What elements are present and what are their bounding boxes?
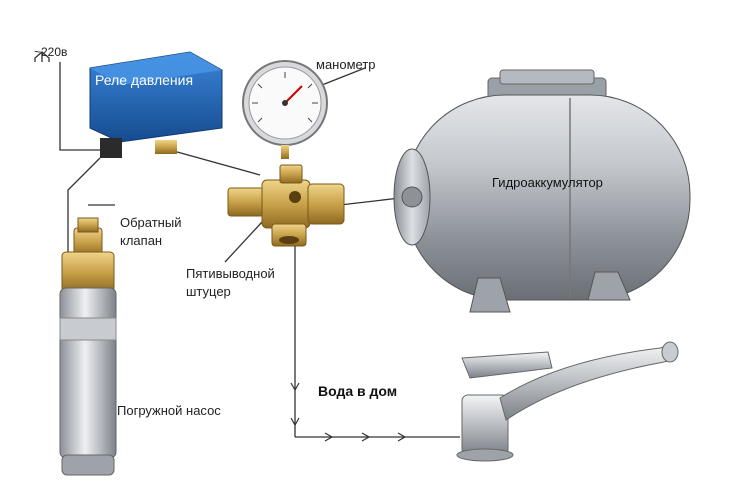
pressure-relay-label: Реле давления <box>95 72 194 88</box>
check-valve-label-line2: клапан <box>120 233 163 248</box>
power-line <box>59 62 100 151</box>
pump-label: Погружной насос <box>117 403 221 418</box>
manometer-gauge <box>242 60 328 159</box>
submersible-pump <box>59 217 117 476</box>
fitting-label-line2: штуцер <box>186 284 231 299</box>
five-way-fitting <box>227 164 345 247</box>
flow-arrows <box>290 382 407 442</box>
relay-to-fitting-line <box>169 149 261 176</box>
check-valve-label-line1: Обратный <box>120 215 182 230</box>
water-to-house-label: Вода в дом <box>318 383 398 399</box>
manometer-label: манометр <box>316 57 376 72</box>
faucet <box>456 341 679 462</box>
fitting-pointer-line <box>224 221 263 263</box>
fitting-to-tank-line <box>339 197 401 206</box>
manometer-pointer-line <box>321 67 366 86</box>
accumulator-label: Гидроаккумулятор <box>492 175 603 190</box>
hydro-accumulator <box>393 69 691 313</box>
power-label: ~220в <box>34 45 68 59</box>
fitting-label-line1: Пятивыводной <box>186 266 275 281</box>
pressure-relay <box>89 51 223 158</box>
